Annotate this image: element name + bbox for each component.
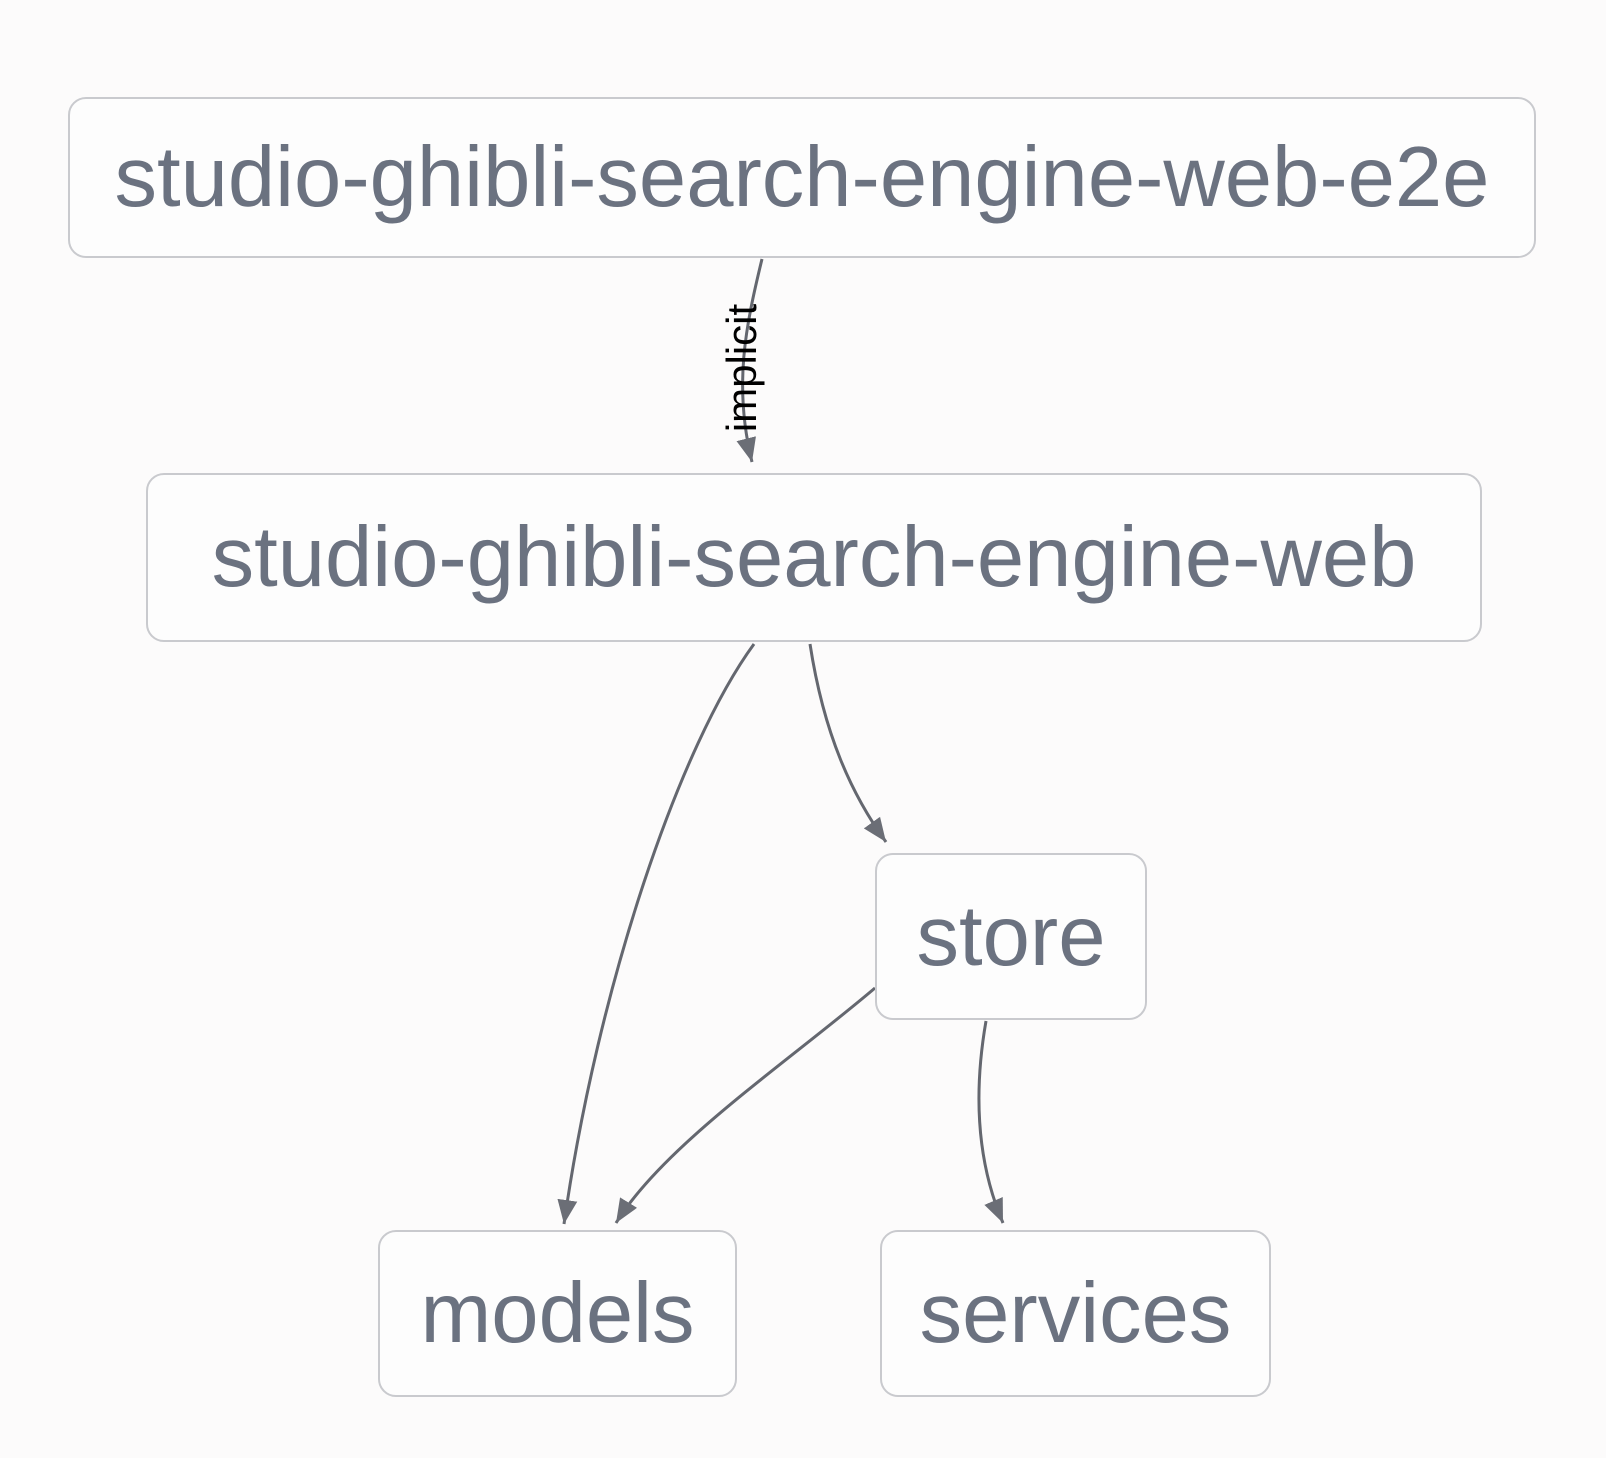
node-store[interactable]: store bbox=[875, 853, 1147, 1020]
node-studio-ghibli-search-engine-web[interactable]: studio-ghibli-search-engine-web bbox=[146, 473, 1482, 642]
node-label: studio-ghibli-search-engine-web bbox=[211, 510, 1417, 605]
edge-web-to-models[interactable] bbox=[557, 643, 756, 1225]
edge-store-to-services[interactable] bbox=[977, 1020, 1005, 1224]
node-label: services bbox=[919, 1266, 1232, 1361]
node-label: store bbox=[916, 889, 1106, 984]
node-label: studio-ghibli-search-engine-web-e2e bbox=[114, 130, 1490, 225]
node-services[interactable]: services bbox=[880, 1230, 1271, 1397]
edge-web-to-store[interactable] bbox=[808, 643, 888, 843]
node-label: models bbox=[420, 1266, 695, 1361]
node-studio-ghibli-search-engine-web-e2e[interactable]: studio-ghibli-search-engine-web-e2e bbox=[68, 97, 1536, 258]
node-models[interactable]: models bbox=[378, 1230, 737, 1397]
edge-store-to-models[interactable] bbox=[614, 986, 876, 1224]
edge-label-implicit: implicit bbox=[718, 303, 765, 433]
edge-e2e-to-web[interactable] bbox=[736, 258, 764, 463]
